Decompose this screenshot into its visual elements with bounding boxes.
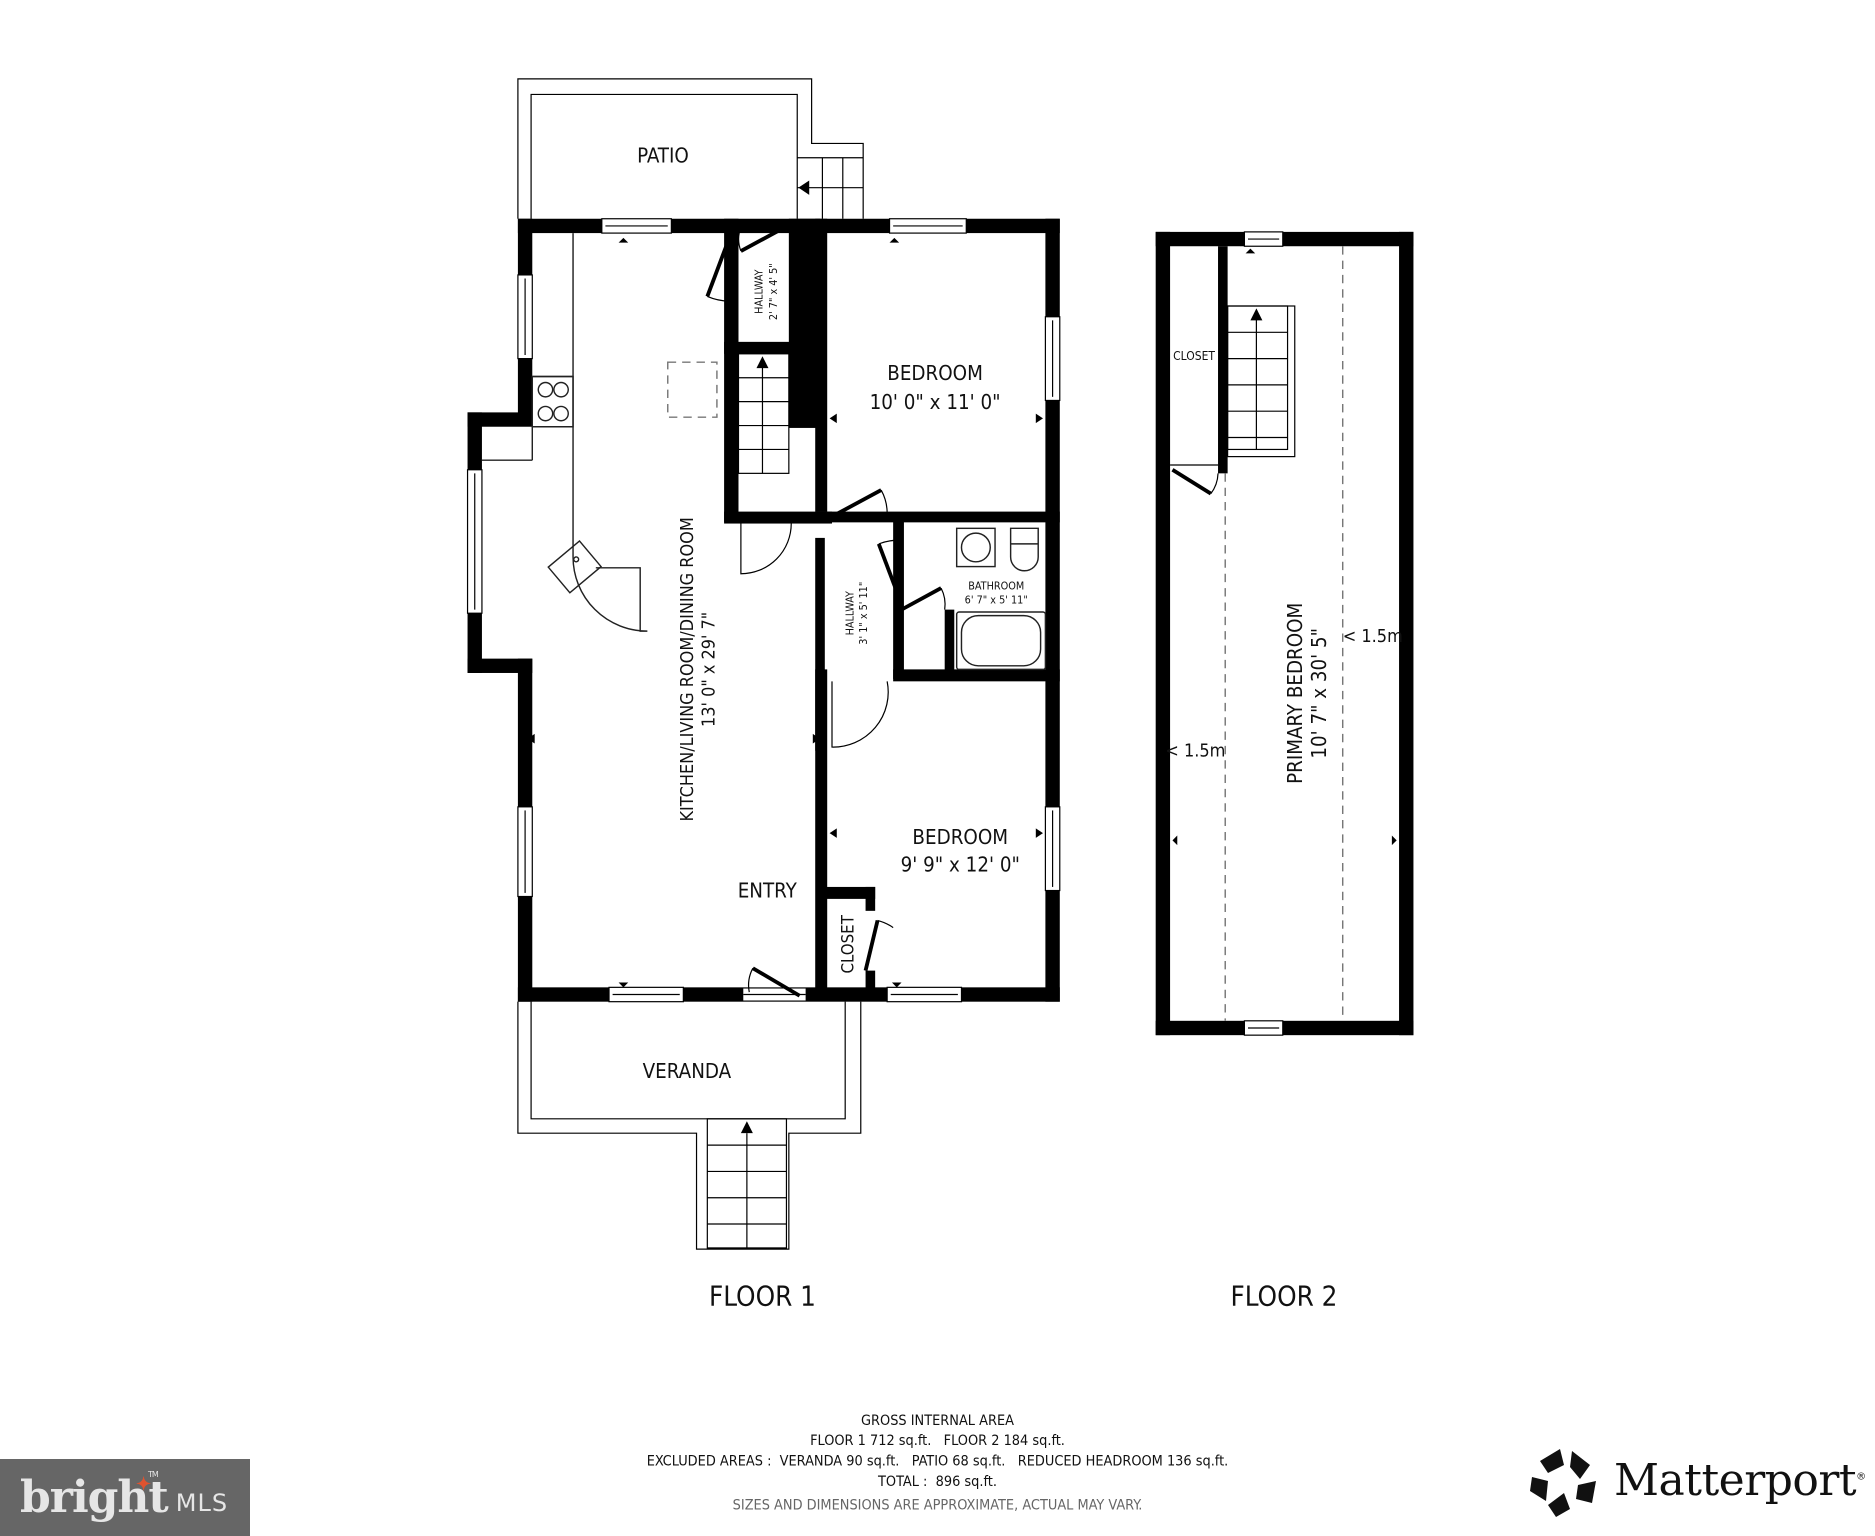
dining-table-outline <box>667 361 718 418</box>
floor-1-label: FLOOR 1 <box>709 1280 816 1312</box>
matterport-wordmark: Matterport <box>1614 1454 1857 1506</box>
floor-2-label: FLOOR 2 <box>1230 1280 1337 1312</box>
stove-icon <box>531 375 574 428</box>
room-dims-kitchen: 13' 0" x 29' 7" <box>698 612 719 727</box>
mls-text: MLS <box>175 1488 229 1517</box>
room-label-primary-bedroom: PRIMARY BEDROOM <box>1283 603 1307 784</box>
veranda: VERANDA <box>517 1001 862 1250</box>
room-label-entry: ENTRY <box>738 879 798 903</box>
summary-disclaimer: SIZES AND DIMENSIONS ARE APPROXIMATE, AC… <box>733 1498 1143 1514</box>
summary-floors: FLOOR 1 712 sq.ft. FLOOR 2 184 sq.ft. <box>810 1433 1065 1449</box>
bright-wordmark: bright ✦ TM <box>20 1470 169 1523</box>
reduced-headroom-left: < 1.5m <box>1165 741 1225 762</box>
bright-mls-logo: bright ✦ TM MLS <box>0 1459 250 1536</box>
stair-arrow-icon <box>740 1121 753 1134</box>
stair-arrow-icon <box>756 356 769 369</box>
bathtub-icon <box>960 614 1042 667</box>
room-label-kitchen: KITCHEN/LIVING ROOM/DINING ROOM <box>677 517 698 821</box>
windows-floor1 <box>466 218 1061 1003</box>
kitchen-fixtures <box>481 233 718 632</box>
room-label-bathroom: BATHROOM <box>968 579 1024 592</box>
washer-icon <box>955 527 996 568</box>
summary-title: GROSS INTERNAL AREA <box>861 1413 1014 1429</box>
room-label-veranda: VERANDA <box>643 1059 732 1083</box>
stair-arrow-icon <box>798 180 810 195</box>
room-dims-hallway-top: 2' 7" x 4' 5" <box>767 263 780 320</box>
room-dims-primary-bedroom: 10' 7" x 30' 5" <box>1307 628 1331 759</box>
sink-icon <box>547 539 603 594</box>
room-label-bedroom-top: BEDROOM <box>887 361 983 385</box>
room-dims-bathroom: 6' 7" x 5' 11" <box>965 594 1028 607</box>
summary-excluded: EXCLUDED AREAS : VERANDA 90 sq.ft. PATIO… <box>647 1453 1229 1469</box>
bathroom-fixtures <box>955 527 1047 671</box>
patio-stairs <box>797 157 864 219</box>
patio: PATIO <box>517 78 864 219</box>
room-label-closet: CLOSET <box>838 914 858 973</box>
room-label-patio: PATIO <box>637 144 689 168</box>
toilet-icon <box>1009 527 1039 572</box>
matterport-logo: Matterport® <box>1530 1440 1866 1520</box>
floor2-stairs <box>1227 305 1296 458</box>
doors-floor1 <box>705 225 946 998</box>
reduced-headroom-right: < 1.5m <box>1343 626 1403 647</box>
room-label-hallway-top: HALLWAY <box>752 269 765 313</box>
interior-stairs <box>737 353 790 474</box>
veranda-stairs <box>706 1118 788 1249</box>
interior-walls <box>724 218 1060 990</box>
room-dims-hallway-mid: 3' 1" x 5' 11" <box>857 582 870 645</box>
floor-2-plan: CLOSET PRIMARY BEDROOM 10' 7" x 30' 5" <… <box>1155 231 1414 1312</box>
stair-arrow-icon <box>1250 308 1263 321</box>
matterport-star-icon <box>1530 1449 1596 1517</box>
floor-1-plan: PATIO <box>466 78 1061 1312</box>
summary-total: TOTAL : 896 sq.ft. <box>877 1474 997 1490</box>
room-label-closet-floor2: CLOSET <box>1173 349 1215 363</box>
room-dims-bedroom-bottom: 9' 9" x 12' 0" <box>901 852 1020 876</box>
room-dims-bedroom-top: 10' 0" x 11' 0" <box>870 390 1001 414</box>
wall-markers <box>527 237 1043 988</box>
sparkle-icon: ✦ <box>136 1474 151 1495</box>
room-label-hallway-mid: HALLWAY <box>844 591 857 635</box>
area-summary: GROSS INTERNAL AREA FLOOR 1 712 sq.ft. F… <box>647 1413 1229 1514</box>
room-label-bedroom-bottom: BEDROOM <box>912 825 1008 849</box>
